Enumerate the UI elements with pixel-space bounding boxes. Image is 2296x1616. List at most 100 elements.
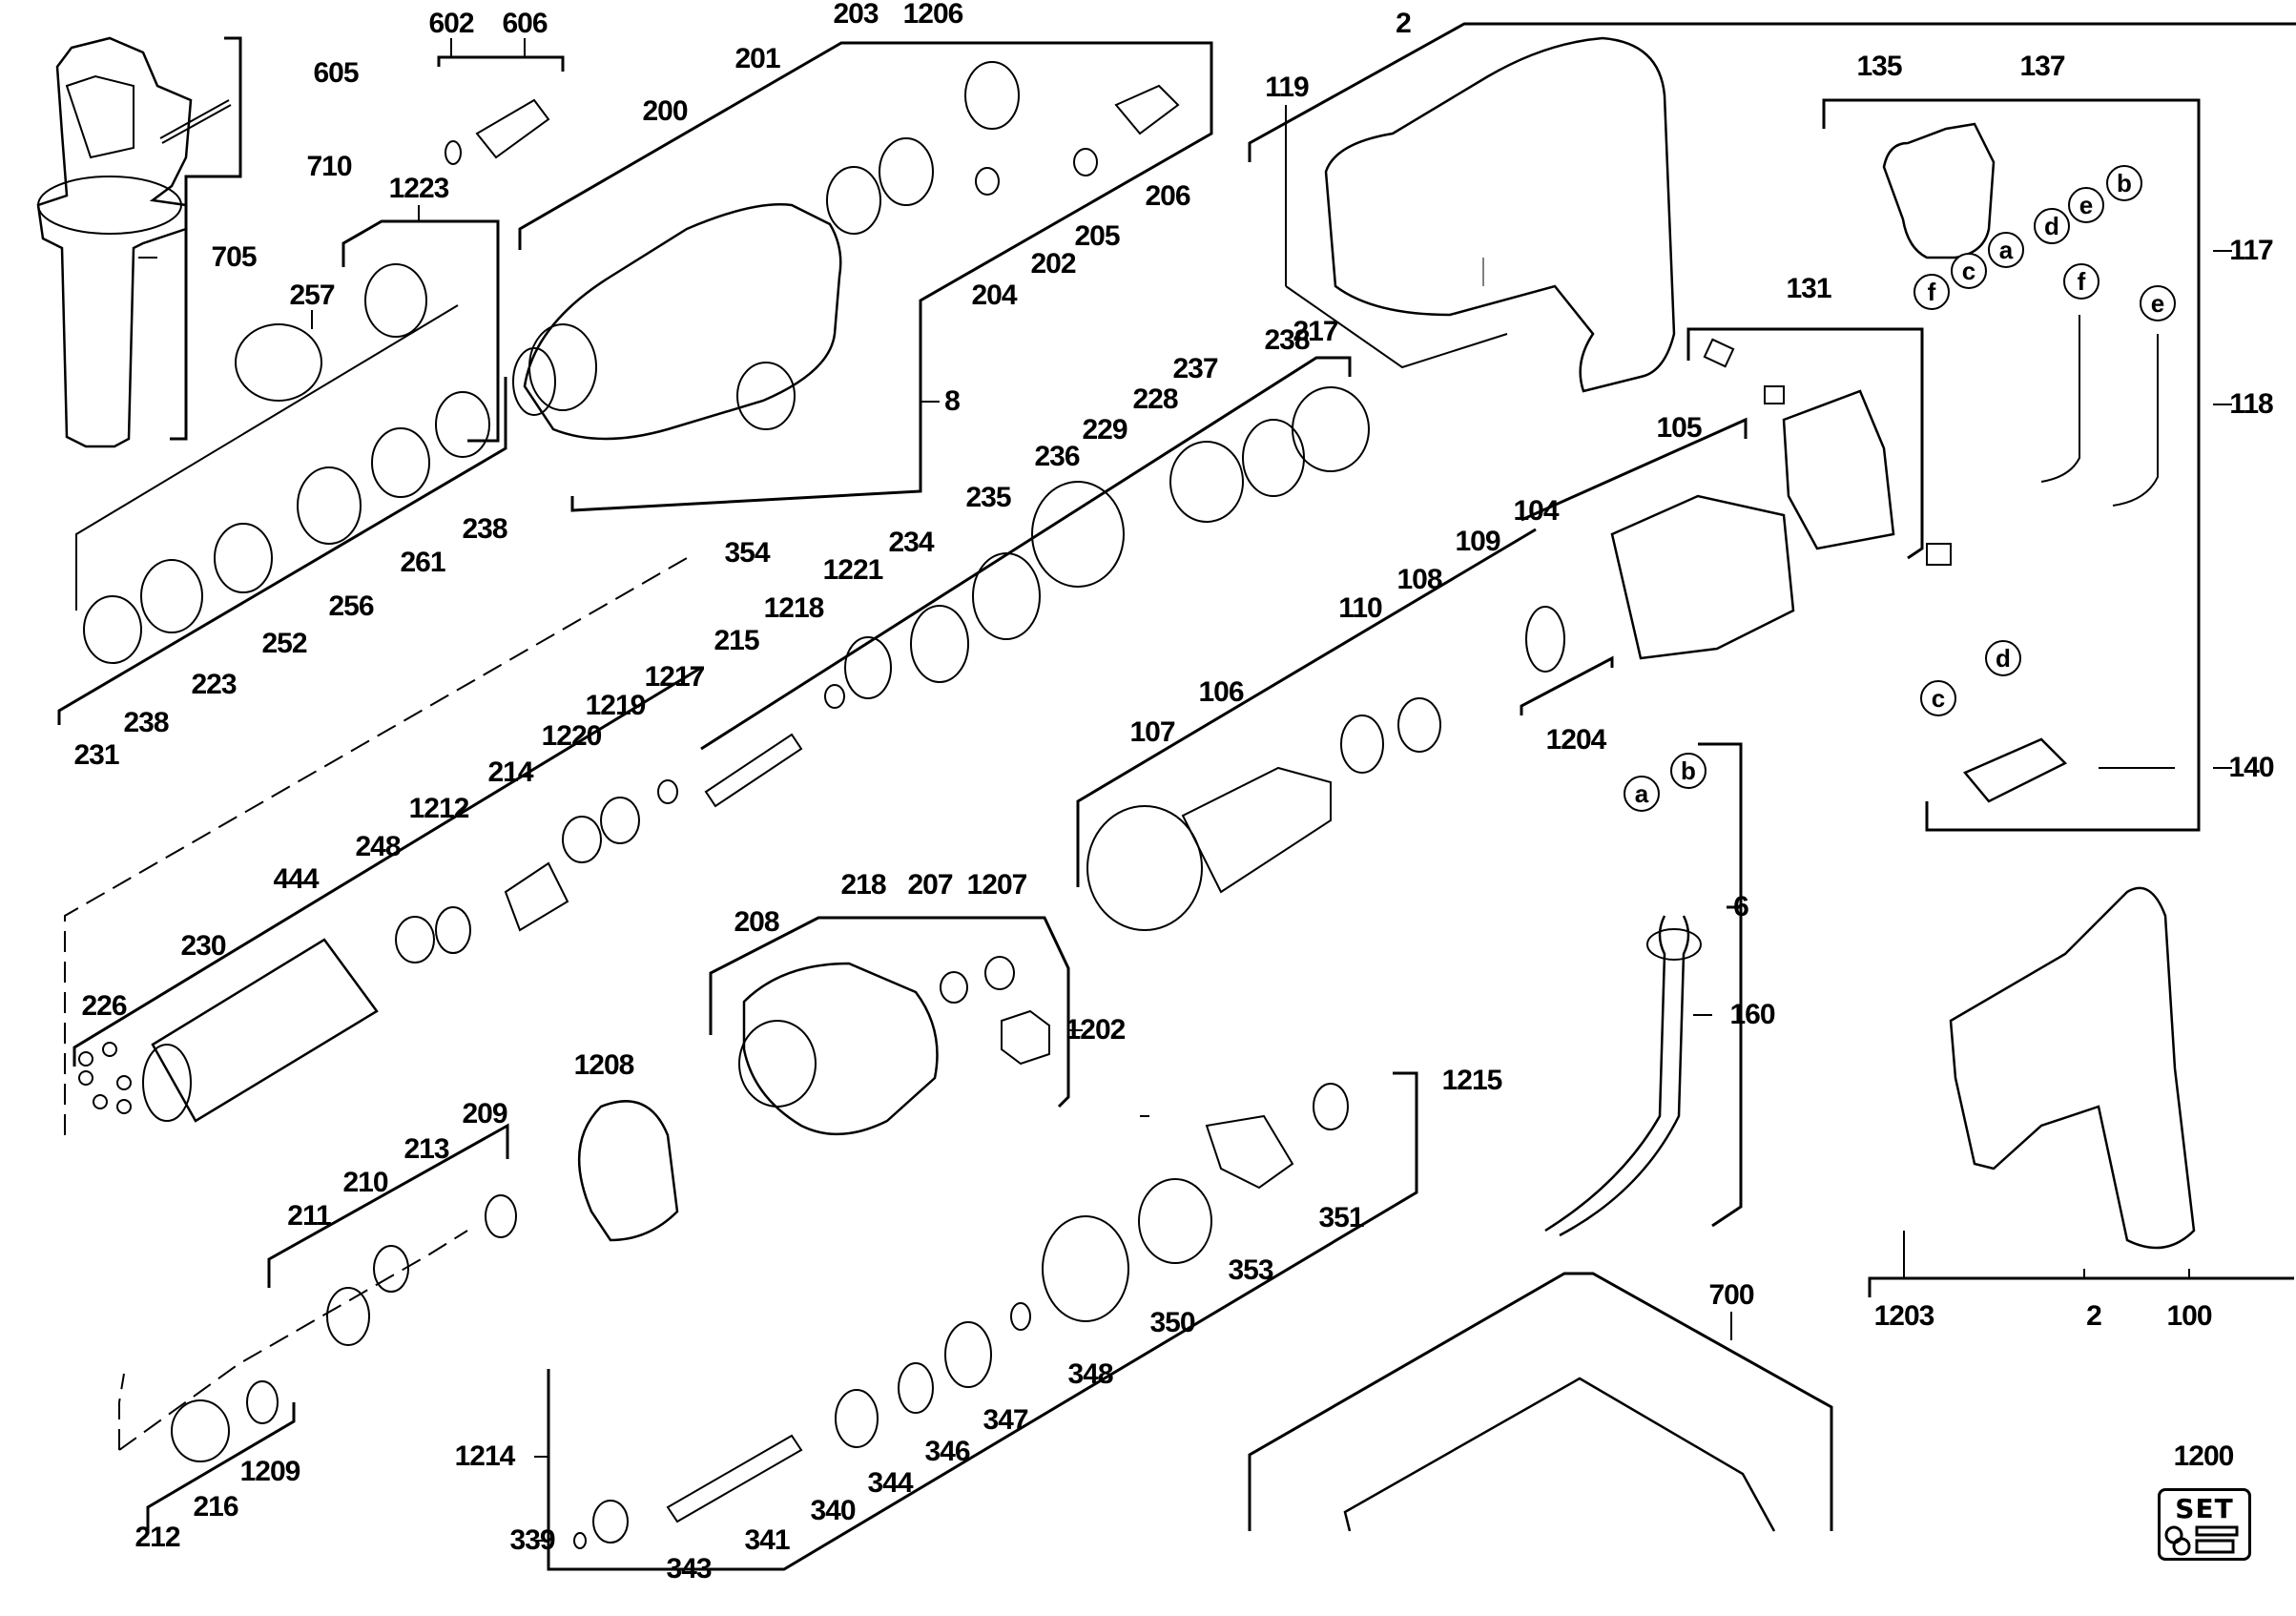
part-number-label: 339 <box>509 1524 555 1556</box>
part-number-label: 140 <box>2228 752 2274 783</box>
part-number-label: 340 <box>810 1495 856 1526</box>
part-number-label: 105 <box>1656 412 1702 444</box>
part-number-label: 1220 <box>541 720 603 752</box>
part-number-label: 1214 <box>454 1440 516 1472</box>
part-number-label: 135 <box>1856 51 1902 82</box>
balls-226 <box>78 1042 132 1114</box>
part-number-label: 212 <box>134 1522 180 1553</box>
part-number-label: 104 <box>1513 495 1559 527</box>
wire-connector-label: d <box>2034 208 2070 244</box>
part-number-label: 1209 <box>239 1456 301 1487</box>
part-number-label: 354 <box>724 537 770 569</box>
part-number-label: 606 <box>502 8 548 39</box>
part-number-label: 108 <box>1396 564 1442 595</box>
part-number-label: 257 <box>289 280 335 311</box>
part-number-label: 1217 <box>644 661 706 693</box>
hardware-set-badge: SET <box>2158 1488 2251 1561</box>
part-number-label: 206 <box>1145 180 1190 212</box>
part-number-label: 353 <box>1228 1254 1273 1286</box>
part-number-label: 137 <box>2019 51 2065 82</box>
part-number-label: 100 <box>2166 1300 2212 1332</box>
part-number-label: 200 <box>642 95 688 127</box>
part-number-label: 700 <box>1708 1279 1754 1311</box>
wire-connector-label: b <box>1670 753 1706 789</box>
part-number-label: 208 <box>734 906 779 938</box>
part-number-label: 235 <box>965 482 1011 513</box>
part-number-label: 237 <box>1172 353 1218 384</box>
wire-connector-label: a <box>1624 776 1660 812</box>
part-number-label: 1207 <box>966 869 1028 901</box>
part-number-label: 203 <box>833 0 879 30</box>
part-number-label: 118 <box>2229 388 2273 420</box>
part-number-label: 344 <box>867 1467 913 1499</box>
part-number-label: 602 <box>428 8 474 39</box>
part-number-label: 217 <box>1293 316 1338 347</box>
part-number-label: 229 <box>1082 414 1127 445</box>
part-number-label: 216 <box>193 1491 238 1523</box>
part-number-label: 207 <box>907 869 953 901</box>
part-number-label: 211 <box>287 1200 331 1232</box>
wire-connector-label: e <box>2068 187 2104 223</box>
part-number-label: 350 <box>1149 1307 1195 1338</box>
part-number-label: 231 <box>73 739 119 771</box>
part-number-label: 710 <box>306 151 352 182</box>
wire-connector-label: b <box>2106 165 2142 201</box>
part-number-label: 236 <box>1034 441 1080 472</box>
part-number-label: 2 <box>1396 8 1412 39</box>
part-number-label: 248 <box>355 831 401 862</box>
wire-connector-label: f <box>2063 263 2099 300</box>
part-number-label: 160 <box>1729 999 1775 1030</box>
part-number-label: 214 <box>487 756 533 788</box>
part-number-label: 226 <box>81 990 127 1022</box>
set-badge-label: SET <box>2175 1493 2234 1524</box>
part-number-label: 205 <box>1074 220 1120 252</box>
part-number-label: 107 <box>1129 716 1175 748</box>
part-number-label: 348 <box>1067 1358 1113 1390</box>
part-number-label: 1200 <box>2173 1440 2235 1472</box>
part-number-label: 230 <box>180 930 226 962</box>
part-number-label: 110 <box>1338 592 1382 624</box>
wire-connector-label: d <box>1985 640 2021 676</box>
part-number-label: 213 <box>403 1133 449 1165</box>
wire-connector-label: a <box>1988 232 2024 268</box>
part-number-label: 341 <box>744 1524 790 1556</box>
part-number-label: 252 <box>261 628 307 659</box>
part-number-label: 234 <box>888 527 934 558</box>
part-number-label: 1202 <box>1065 1014 1127 1046</box>
part-number-label: 1221 <box>822 554 884 586</box>
part-number-label: 117 <box>2229 235 2273 266</box>
part-number-label: 131 <box>1786 273 1831 304</box>
part-number-label: 228 <box>1132 383 1178 415</box>
part-number-label: 1204 <box>1545 724 1607 756</box>
part-number-label: 201 <box>734 43 780 74</box>
part-number-label: 605 <box>313 57 359 89</box>
part-number-label: 351 <box>1318 1202 1364 1233</box>
hardware-set-icon <box>2164 1525 2239 1556</box>
part-number-label: 119 <box>1265 72 1309 103</box>
part-number-label: 238 <box>123 707 169 738</box>
wire-connector-label: f <box>1913 274 1950 310</box>
part-number-label: 1218 <box>763 592 825 624</box>
part-number-label: 346 <box>924 1436 970 1467</box>
part-number-label: 210 <box>342 1167 388 1198</box>
part-number-label: 1206 <box>902 0 964 30</box>
part-number-label: 256 <box>328 590 374 622</box>
part-number-label: 1223 <box>388 173 450 204</box>
part-number-label: 2 <box>2086 1300 2102 1332</box>
part-number-label: 1215 <box>1441 1065 1503 1096</box>
part-number-label: 1208 <box>573 1049 635 1081</box>
part-number-label: 343 <box>666 1553 712 1585</box>
part-number-label: 202 <box>1030 248 1076 280</box>
part-number-label: 209 <box>462 1098 507 1129</box>
part-number-label: 705 <box>211 241 257 273</box>
wire-connector-label: c <box>1920 680 1956 716</box>
part-number-label: 6 <box>1733 891 1749 922</box>
part-number-label: 109 <box>1455 526 1500 557</box>
part-number-label: 347 <box>983 1404 1028 1436</box>
part-number-label: 1212 <box>408 793 470 824</box>
part-number-label: 215 <box>714 625 759 656</box>
part-number-label: 444 <box>273 863 319 895</box>
part-number-label: 1219 <box>585 690 647 721</box>
part-number-label: 106 <box>1198 676 1244 708</box>
